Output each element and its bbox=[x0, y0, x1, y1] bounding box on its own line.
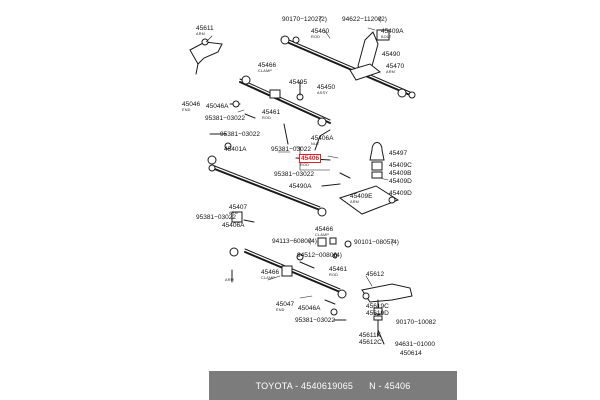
part-label: 45461 bbox=[262, 109, 281, 116]
part-label: 45612C bbox=[359, 339, 382, 346]
part-sublabel: ASSY bbox=[317, 91, 328, 95]
part-label: 45409C bbox=[389, 162, 412, 169]
part-sublabel: ARM bbox=[196, 32, 206, 36]
footer-brand: TOYOTA bbox=[255, 380, 293, 391]
part-label: 95381−03022 bbox=[220, 131, 260, 138]
part-label: 45611 bbox=[196, 25, 214, 32]
tie-rod-upper bbox=[239, 81, 331, 124]
part-label: 95381−03022 bbox=[271, 146, 311, 153]
part-label: 45611K bbox=[359, 332, 381, 339]
part-qty: (4) bbox=[334, 252, 342, 259]
part-label: 45401A bbox=[224, 146, 247, 153]
part-label: 90101−08057 bbox=[354, 239, 394, 246]
part-label: 45460 bbox=[311, 28, 330, 35]
part-sublabel: ARM bbox=[229, 211, 239, 215]
part-label: 45470 bbox=[386, 63, 405, 70]
part-sublabel: ARM bbox=[225, 278, 235, 282]
part-label: 45495 bbox=[289, 79, 308, 86]
part-sublabel: ARM bbox=[386, 70, 396, 74]
part-label: 45450 bbox=[317, 84, 336, 91]
footer-part-number: 4540619065 bbox=[301, 380, 354, 391]
part-label: 94622−11200 bbox=[342, 16, 382, 23]
part-label: 45409A bbox=[381, 28, 404, 35]
part-label: 45047 bbox=[276, 301, 295, 308]
footer-separator: - bbox=[295, 380, 299, 391]
part-sublabel: ROD bbox=[329, 273, 339, 277]
part-label: 45490A bbox=[289, 183, 312, 190]
part-label: 95381−03022 bbox=[295, 317, 335, 324]
part-label: 94512−00800 bbox=[297, 252, 337, 259]
part-label: 45409E bbox=[350, 193, 373, 200]
relay-rod-center bbox=[211, 167, 321, 211]
part-label: 45406A bbox=[222, 222, 245, 229]
part-sublabel: ROD bbox=[311, 35, 321, 39]
part-label: 45461 bbox=[329, 266, 348, 273]
part-label: 45619D bbox=[366, 310, 389, 317]
part-label: 45046A bbox=[298, 305, 321, 312]
part-qty: (4) bbox=[309, 238, 317, 245]
part-qty: (4) bbox=[391, 239, 399, 246]
part-label: 45409B bbox=[389, 170, 412, 177]
part-label: 45409D bbox=[389, 190, 412, 197]
part-label: 95381−03022 bbox=[274, 171, 314, 178]
part-sublabel: NUT bbox=[311, 142, 320, 146]
part-label: 45046 bbox=[182, 101, 201, 108]
part-label: 45466 bbox=[261, 269, 280, 276]
part-label: 95381−03022 bbox=[196, 214, 236, 221]
footer-brand-and-part: TOYOTA - 4540619065 bbox=[256, 381, 354, 391]
part-label: 45619C bbox=[366, 303, 389, 310]
part-label: 45466 bbox=[258, 62, 277, 69]
part-label: 90170−12027 bbox=[282, 16, 322, 23]
part-sublabel: CLAMP bbox=[261, 276, 276, 280]
part-sublabel: END bbox=[182, 108, 191, 112]
part-label: 45497 bbox=[389, 150, 408, 157]
relay-rod-upper bbox=[281, 39, 411, 96]
part-label: 45466 bbox=[315, 226, 334, 233]
part-label: 94631−01000 bbox=[395, 341, 435, 348]
part-label: 45406A bbox=[311, 135, 334, 142]
part-sublabel: CLAMP bbox=[315, 233, 330, 237]
part-label: 45046A bbox=[206, 103, 229, 110]
part-sublabel: CLAMP bbox=[258, 69, 273, 73]
part-label: 450614 bbox=[400, 350, 422, 357]
part-sublabel: END bbox=[276, 308, 285, 312]
part-sublabel: ROD bbox=[262, 116, 272, 120]
part-sublabel: ARM bbox=[350, 200, 360, 204]
part-label: 45612 bbox=[366, 271, 385, 278]
part-label: 45490 bbox=[382, 51, 401, 58]
part-label: 45409D bbox=[389, 178, 412, 185]
part-sublabel: BOLT bbox=[381, 35, 392, 39]
highlighted-part-label[interactable]: 45406 bbox=[299, 154, 322, 163]
part-info-footer: TOYOTA - 4540619065 N - 45406 bbox=[209, 371, 457, 400]
part-label: 90170−10082 bbox=[396, 319, 436, 326]
part-label: 95381−03022 bbox=[205, 115, 245, 122]
part-qty: (2) bbox=[379, 16, 387, 23]
part-label: 94113−60800 bbox=[272, 238, 312, 245]
knuckle-arm-lower bbox=[361, 283, 413, 303]
part-label: 45407 bbox=[229, 204, 248, 211]
part-sublabel: ROD bbox=[300, 163, 310, 167]
footer-ref: N - 45406 bbox=[369, 380, 411, 391]
part-qty: (2) bbox=[319, 16, 327, 23]
idler-arm-right bbox=[369, 142, 385, 161]
